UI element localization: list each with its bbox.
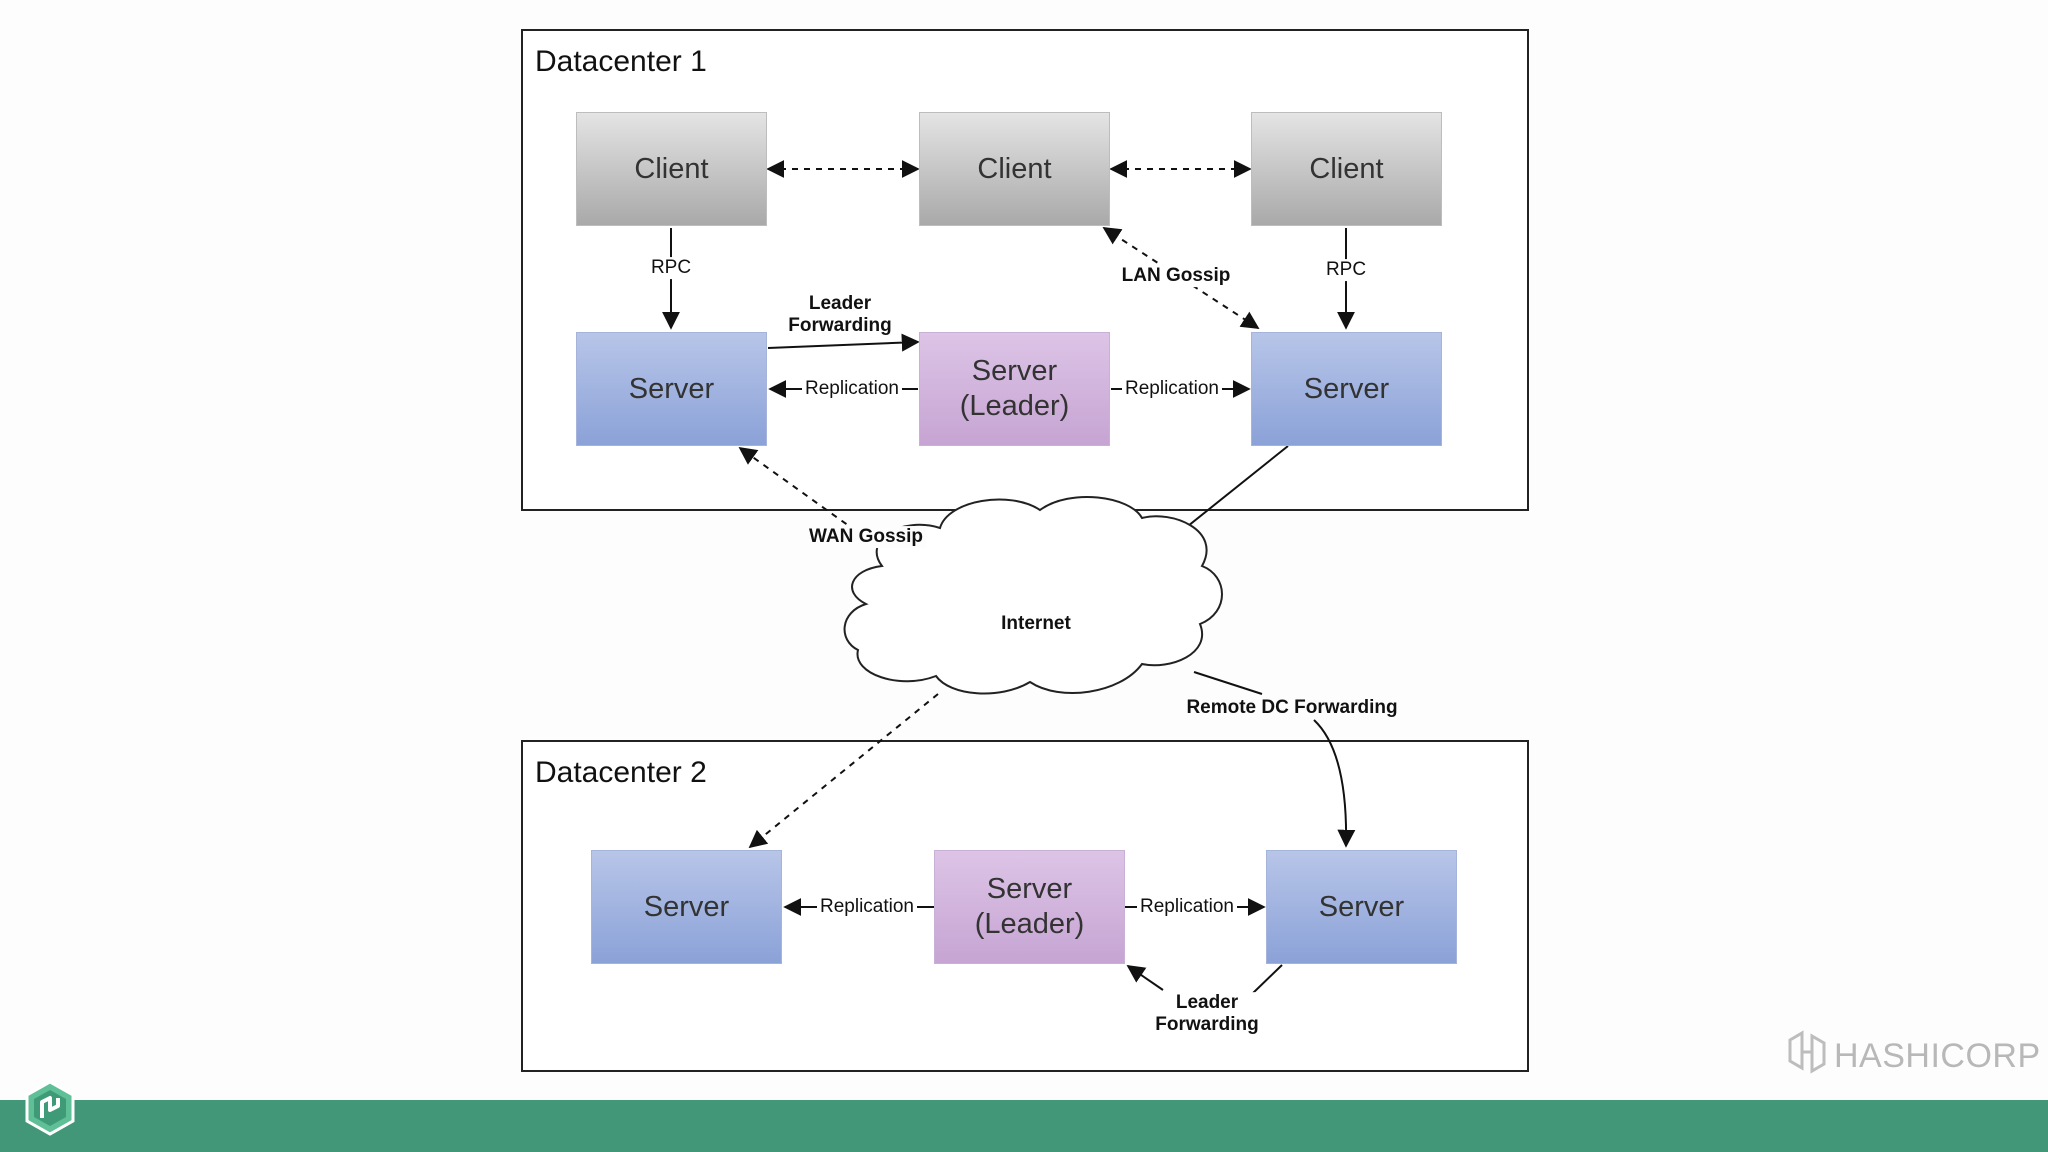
datacenter-2-title: Datacenter 2 [535, 756, 707, 789]
dc2-leader-forwarding-label: Leader Forwarding [1152, 992, 1262, 1036]
dc1-rpc-left-label: RPC [647, 257, 695, 279]
internet-label: Internet [1001, 613, 1071, 635]
dc1-server-right: Server [1251, 332, 1442, 446]
dc1-rpc-right-label: RPC [1322, 259, 1370, 281]
dc2-leader-forwarding-line-b [1126, 964, 1164, 991]
wan-gossip-line-lower [748, 693, 939, 849]
dc1-client-3: Client [1251, 112, 1442, 226]
wan-gossip-label: WAN Gossip [805, 526, 927, 548]
hashicorp-logo-icon [1786, 1030, 1834, 1083]
dc1-replication-left-label: Replication [802, 378, 902, 400]
dc1-server-leader: Server (Leader) [919, 332, 1110, 446]
dc2-server-leader: Server (Leader) [934, 850, 1125, 964]
dc1-lan-gossip-label: LAN Gossip [1118, 265, 1234, 287]
internet-cloud [843, 495, 1223, 695]
dc1-replication-right-label: Replication [1122, 378, 1222, 400]
dc2-leader-forwarding-line-a [1251, 964, 1283, 995]
remote-dc-forwarding-label: Remote DC Forwarding [1183, 697, 1401, 719]
dc2-replication-left-label: Replication [817, 896, 917, 918]
dc2-server-right: Server [1266, 850, 1457, 964]
hashicorp-wordmark: HASHICORP [1834, 1037, 2041, 1075]
dc2-replication-right-label: Replication [1137, 896, 1237, 918]
wan-gossip-line-upper [738, 446, 906, 567]
remote-dc-forwarding-line-a [1193, 671, 1263, 695]
dc1-client-2: Client [919, 112, 1110, 226]
dc1-server-left: Server [576, 332, 767, 446]
dc1-leader-forwarding-line [767, 333, 920, 352]
dc2-server-left: Server [591, 850, 782, 964]
dc1-leader-forwarding-label: Leader Forwarding [785, 293, 895, 337]
hashicorp-brand: HASHICORP [1786, 1030, 2041, 1083]
dc1-client-1: Client [576, 112, 767, 226]
datacenter-1-title: Datacenter 1 [535, 45, 707, 78]
footer-bar [0, 1100, 2048, 1152]
remote-dc-forwarding-curve [1313, 719, 1356, 848]
